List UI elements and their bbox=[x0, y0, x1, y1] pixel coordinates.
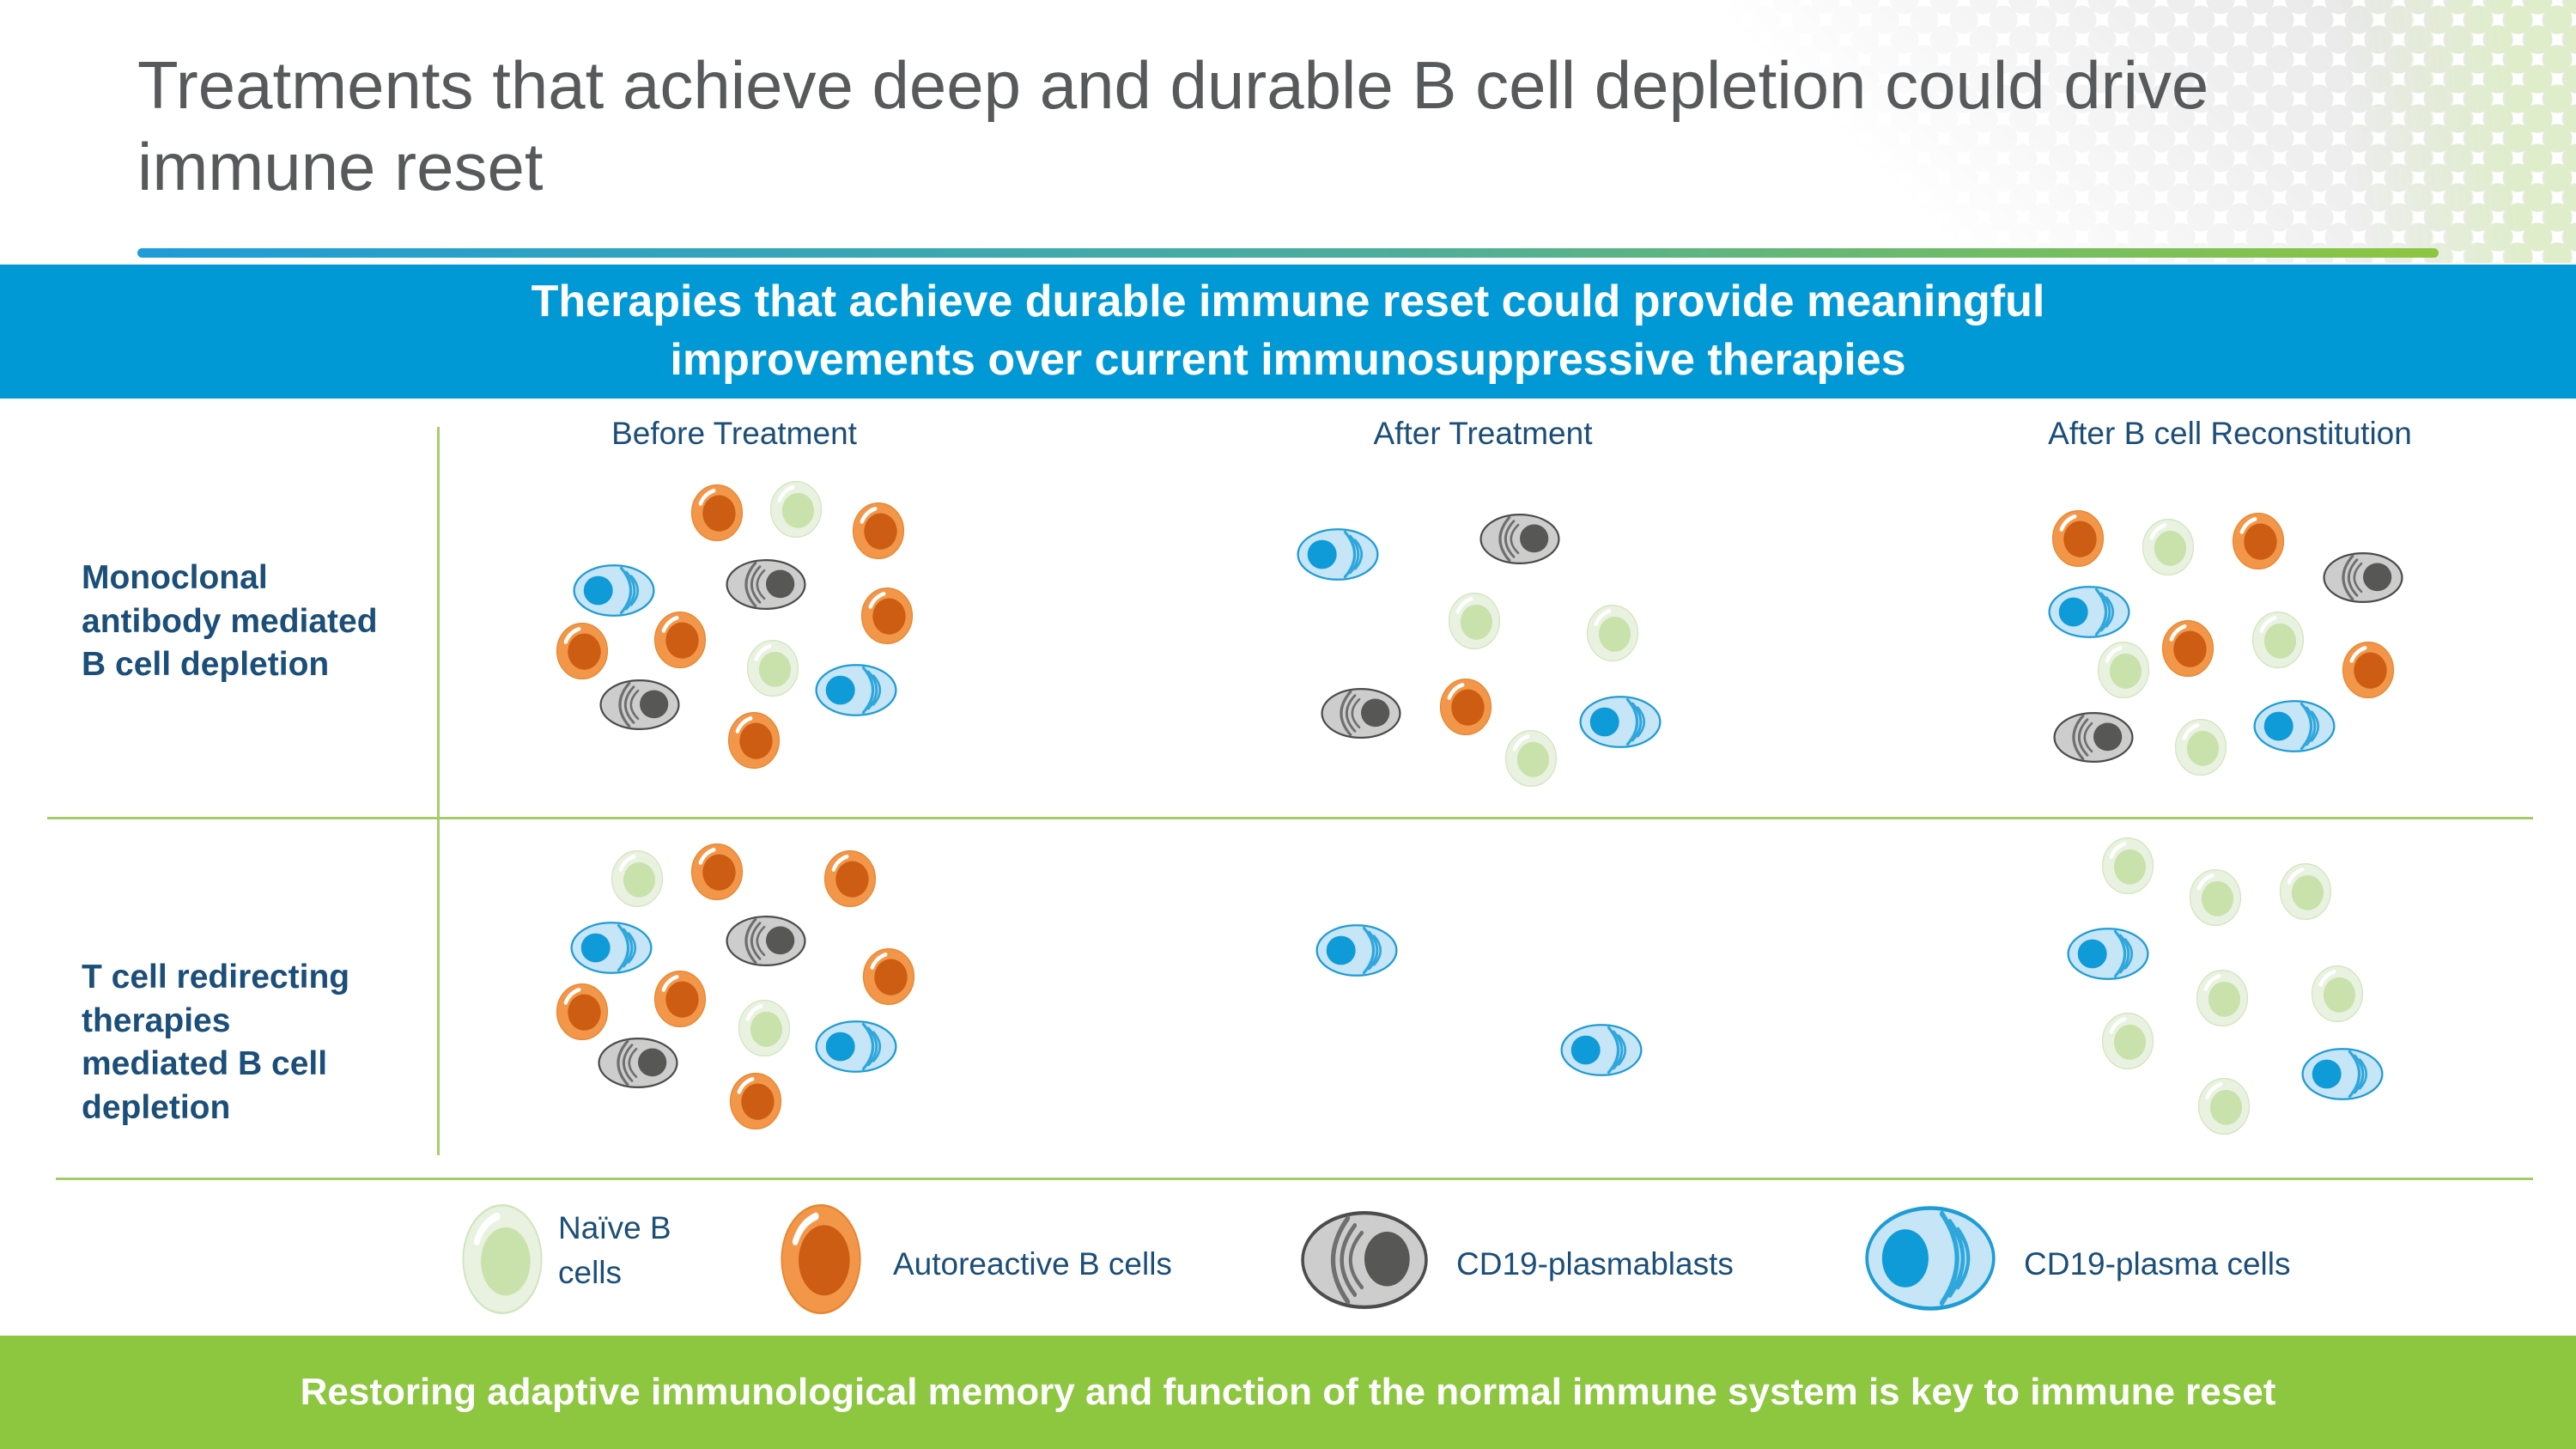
cell-cluster-row1-before-treatment bbox=[532, 468, 936, 795]
autoreactive-b-cell-icon bbox=[2051, 510, 2105, 567]
naive-b-cell-icon bbox=[611, 850, 664, 907]
cd19-plasma-cell-icon bbox=[569, 921, 653, 974]
row-label-monoclonal-antibody: Monoclonal antibody mediated B cell depl… bbox=[82, 559, 378, 684]
cd19-plasma-cell-icon bbox=[2300, 1047, 2385, 1100]
naive-b-cell-icon bbox=[2101, 1013, 2154, 1069]
cd19-plasma-cell-icon bbox=[2252, 699, 2336, 752]
naive-b-cell-icon bbox=[2101, 837, 2154, 894]
key-message-line-1: Therapies that achieve durable immune re… bbox=[531, 277, 2045, 327]
autoreactive-b-cell-icon bbox=[727, 712, 781, 769]
autoreactive-b-cell-icon bbox=[823, 850, 877, 907]
cd19-plasmablast-icon bbox=[1479, 513, 1561, 564]
cd19-plasmablast-icon bbox=[597, 1037, 679, 1088]
cd19-plasmablast-icon bbox=[1299, 1208, 1430, 1312]
slide-title: Treatments that achieve deep and durable… bbox=[137, 47, 2209, 205]
autoreactive-b-cell-icon bbox=[862, 948, 915, 1005]
naive-b-cell-icon bbox=[2311, 965, 2364, 1022]
autoreactive-b-cell-icon bbox=[780, 1204, 862, 1314]
column-header-before-treatment: Before Treatment bbox=[611, 416, 857, 451]
cd19-plasmablast-icon bbox=[598, 679, 681, 730]
cell-cluster-row2-after-reconstitution bbox=[2044, 825, 2456, 1185]
cd19-plasma-cell-icon bbox=[1296, 527, 1380, 581]
footer-text: Restoring adaptive immunological memory … bbox=[300, 1371, 2276, 1413]
cd19-plasma-cell-icon bbox=[1559, 1023, 1643, 1076]
naive-b-cell-icon bbox=[2279, 863, 2332, 920]
legend-label-cd19-plasmablasts: CD19-plasmablasts bbox=[1456, 1246, 1734, 1282]
cd19-plasma-cell-icon bbox=[572, 563, 656, 617]
cd19-plasma-cell-icon bbox=[1863, 1202, 1997, 1314]
cd19-plasma-cell-icon bbox=[814, 1020, 898, 1073]
autoreactive-b-cell-icon bbox=[690, 484, 744, 541]
naive-b-cell-icon bbox=[746, 640, 799, 697]
row-divider-2 bbox=[56, 1178, 2533, 1180]
title-underline bbox=[137, 248, 2439, 258]
naive-b-cell-icon bbox=[1586, 605, 1639, 661]
naive-b-cell-icon bbox=[738, 1000, 791, 1056]
autoreactive-b-cell-icon bbox=[2161, 620, 2215, 677]
row-divider-1 bbox=[47, 817, 2533, 819]
naive-b-cell-icon bbox=[2196, 970, 2249, 1026]
autoreactive-b-cell-icon bbox=[729, 1073, 782, 1129]
cd19-plasma-cell-icon bbox=[1578, 695, 1662, 748]
autoreactive-b-cell-icon bbox=[2342, 642, 2395, 698]
autoreactive-b-cell-icon bbox=[556, 983, 609, 1040]
cd19-plasmablast-icon bbox=[725, 915, 807, 966]
naive-b-cell-icon bbox=[461, 1204, 544, 1314]
naive-b-cell-icon bbox=[2189, 869, 2242, 926]
cell-cluster-row2-before-treatment bbox=[532, 825, 945, 1185]
autoreactive-b-cell-icon bbox=[653, 612, 707, 668]
cd19-plasmablast-icon bbox=[2322, 551, 2404, 603]
legend-label-naive-b-cells: Naïve B cells bbox=[558, 1210, 671, 1290]
legend-label-cd19-plasma-cells: CD19-plasma cells bbox=[2024, 1246, 2291, 1282]
cell-cluster-row1-after-treatment bbox=[1288, 481, 1717, 825]
naive-b-cell-icon bbox=[2197, 1078, 2251, 1135]
cd19-plasmablast-icon bbox=[1320, 687, 1402, 739]
autoreactive-b-cell-icon bbox=[556, 623, 609, 679]
column-header-after-b-cell-reconstitution: After B cell Reconstitution bbox=[2048, 416, 2412, 451]
naive-b-cell-icon bbox=[2174, 719, 2227, 776]
autoreactive-b-cell-icon bbox=[852, 502, 905, 559]
naive-b-cell-icon bbox=[2142, 519, 2195, 575]
cd19-plasma-cell-icon bbox=[2066, 927, 2150, 980]
key-message-banner: Therapies that achieve durable immune re… bbox=[0, 265, 2576, 399]
naive-b-cell-icon bbox=[1448, 593, 1501, 649]
autoreactive-b-cell-icon bbox=[653, 971, 707, 1027]
autoreactive-b-cell-icon bbox=[2232, 513, 2285, 569]
key-message-line-2: improvements over current immunosuppress… bbox=[670, 335, 1906, 385]
cd19-plasmablast-icon bbox=[2052, 711, 2135, 763]
cd19-plasmablast-icon bbox=[725, 558, 807, 610]
autoreactive-b-cell-icon bbox=[860, 588, 914, 644]
table-vertical-divider bbox=[437, 427, 440, 1155]
footer-banner: Restoring adaptive immunological memory … bbox=[0, 1336, 2576, 1449]
naive-b-cell-icon bbox=[2251, 612, 2305, 668]
column-header-after-treatment: After Treatment bbox=[1373, 416, 1593, 451]
cd19-plasma-cell-icon bbox=[1315, 923, 1399, 977]
legend-label-autoreactive-b-cells: Autoreactive B cells bbox=[893, 1246, 1172, 1282]
autoreactive-b-cell-icon bbox=[690, 843, 744, 900]
cd19-plasma-cell-icon bbox=[814, 663, 898, 716]
halftone-dots-pattern-green bbox=[2301, 0, 2576, 263]
naive-b-cell-icon bbox=[2097, 642, 2150, 698]
naive-b-cell-icon bbox=[769, 481, 823, 538]
naive-b-cell-icon bbox=[1504, 730, 1558, 787]
cell-cluster-row2-after-treatment bbox=[1288, 876, 1717, 1160]
row-label-t-cell-redirecting: T cell redirecting therapies mediated B … bbox=[82, 959, 350, 1127]
cd19-plasma-cell-icon bbox=[2047, 585, 2131, 638]
cell-cluster-row1-after-reconstitution bbox=[2001, 481, 2447, 825]
autoreactive-b-cell-icon bbox=[1439, 679, 1492, 735]
